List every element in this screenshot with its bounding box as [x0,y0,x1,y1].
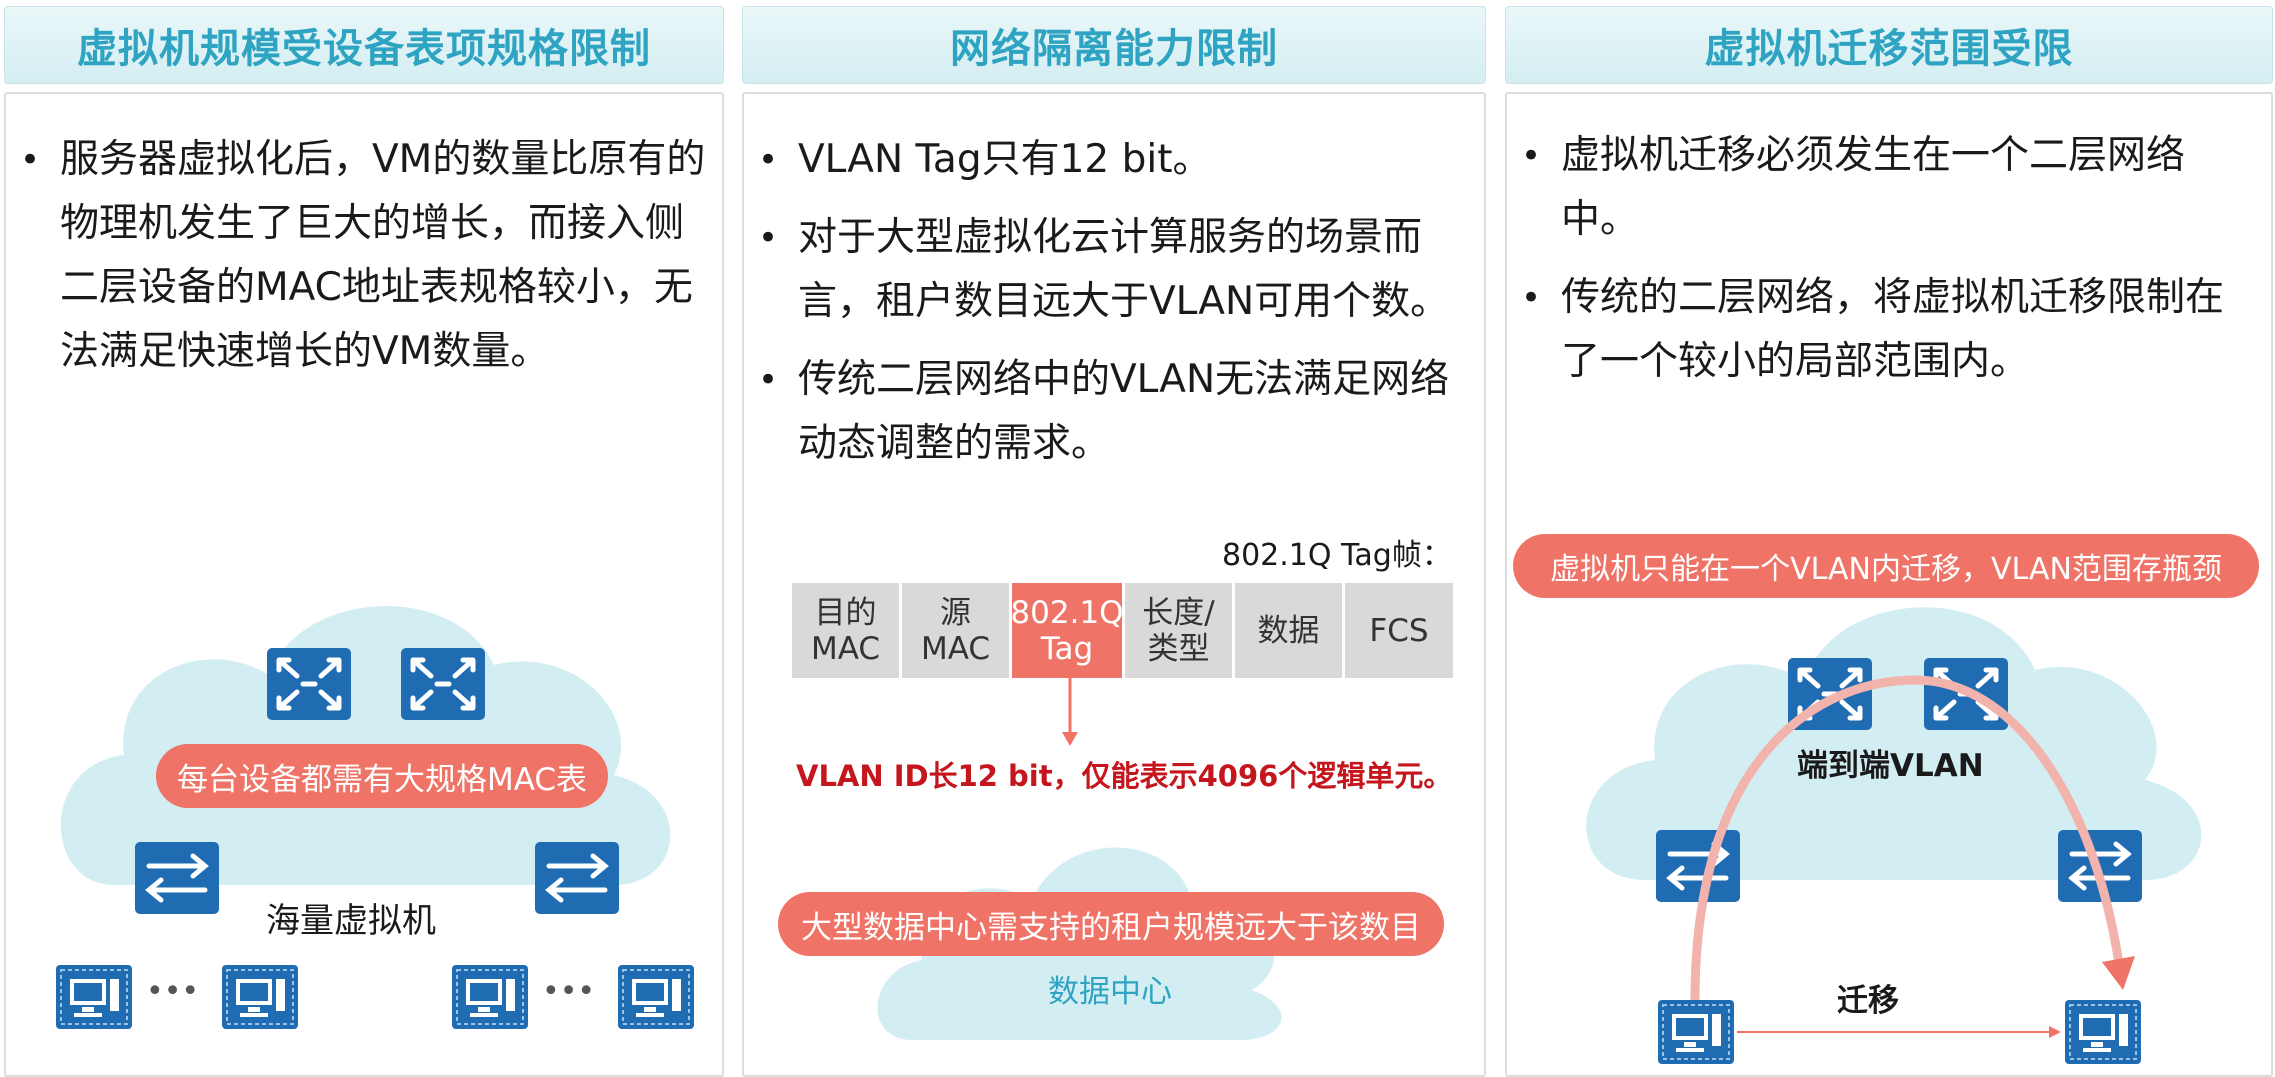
frame-field-length-type: 长度/ 类型 [1125,583,1232,678]
ellipsis: ••• [542,974,596,1009]
frame-field-fcs: FCS [1345,583,1453,678]
migration-arrow-icon [1690,675,2135,1000]
callout-mac-table: 每台设备都需有大规格MAC表 [156,744,608,808]
server-vm-icon [56,965,132,1029]
column-title: 虚拟机规模受设备表项规格限制 [4,6,724,84]
dot1q-frame-table: 目的 MAC 源 MAC 802.1Q Tag 长度/ 类型 数据 FCS [792,583,1453,678]
frame-title: 802.1Q Tag帧： [1222,538,1452,573]
frame-field-tag: 802.1Q Tag [1010,583,1124,678]
server-vm-icon [618,965,694,1029]
vlan-end-to-end-label: 端到端VLAN [1797,748,1984,784]
migrate-line-icon [1737,1026,2061,1038]
bullet-item: 服务器虚拟化后，VM的数量比原有的物理机发生了巨大的增长，而接入侧二层设备的MA… [14,128,714,384]
frame-field-dst-mac: 目的 MAC [792,583,899,678]
migrate-label: 迁移 [1837,983,1899,1019]
bullet-item: 传统二层网络中的VLAN无法满足网络动态调整的需求。 [752,348,1472,476]
core-switch-icon [266,648,352,720]
bullet-list: VLAN Tag只有12 bit。 对于大型虚拟化云计算服务的场景而言，租户数目… [752,128,1472,490]
column-vm-scale: 虚拟机规模受设备表项规格限制 服务器虚拟化后，VM的数量比原有的物理机发生了巨大… [4,0,724,1077]
core-switch-icon [400,648,486,720]
caption-massive-vms: 海量虚拟机 [266,901,436,941]
caption-data-center: 数据中心 [1048,974,1172,1010]
cloud-shape [1575,560,2205,890]
ellipsis: ••• [146,974,200,1009]
column-title: 网络隔离能力限制 [742,6,1486,84]
bullet-item: 虚拟机迁移必须发生在一个二层网络中。 [1515,124,2255,252]
access-switch-icon [534,842,620,914]
bullet-list: 虚拟机迁移必须发生在一个二层网络中。 传统的二层网络，将虚拟机迁移限制在了一个较… [1515,124,2255,408]
bullet-item: 传统的二层网络，将虚拟机迁移限制在了一个较小的局部范围内。 [1515,266,2255,394]
server-vm-icon [222,965,298,1029]
column-title: 虚拟机迁移范围受限 [1505,6,2273,84]
callout-tenant-scale: 大型数据中心需支持的租户规模远大于该数目 [778,892,1444,956]
bullet-item: VLAN Tag只有12 bit。 [752,128,1472,192]
column-vm-migration: 虚拟机迁移范围受限 虚拟机迁移必须发生在一个二层网络中。 传统的二层网络，将虚拟… [1505,0,2273,1077]
bullet-list: 服务器虚拟化后，VM的数量比原有的物理机发生了巨大的增长，而接入侧二层设备的MA… [14,128,714,398]
pointer-arrow-icon [1062,678,1078,746]
bullet-item: 对于大型虚拟化云计算服务的场景而言，租户数目远大于VLAN可用个数。 [752,206,1472,334]
server-vm-icon [2065,1000,2141,1064]
frame-field-data: 数据 [1235,583,1342,678]
server-vm-icon [1658,1000,1734,1064]
access-switch-icon [134,842,220,914]
callout-vlan-bottleneck: 虚拟机只能在一个VLAN内迁移，VLAN范围存瓶颈 [1513,534,2259,598]
server-vm-icon [452,965,528,1029]
vlan-id-note: VLAN ID长12 bit，仅能表示4096个逻辑单元。 [796,759,1453,793]
frame-field-src-mac: 源 MAC [902,583,1009,678]
